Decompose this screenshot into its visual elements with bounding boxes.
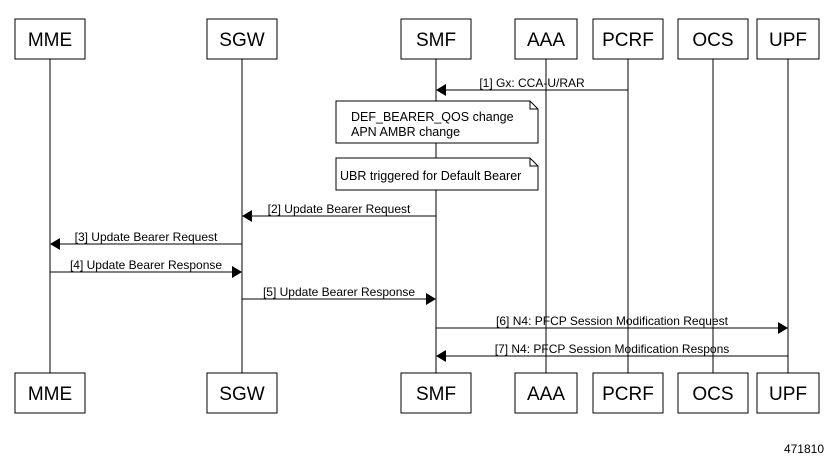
- message-label: [2] Update Bearer Request: [268, 202, 411, 216]
- message-label: [6] N4: PFCP Session Modification Reques…: [496, 314, 729, 328]
- participant-sgw-bottom: SGW: [206, 372, 278, 414]
- participant-box: [677, 18, 749, 60]
- participant-upf-bottom: UPF: [756, 372, 820, 414]
- message-label: [1] Gx: CCA-U/RAR: [479, 76, 585, 90]
- participant-box: [14, 18, 86, 60]
- participant-box: [514, 18, 578, 60]
- participant-box: [400, 372, 472, 414]
- message-7: [7] N4: PFCP Session Modification Respon…: [436, 342, 788, 362]
- participant-label: PCRF: [602, 30, 654, 51]
- participant-mme-top: MME: [14, 18, 86, 60]
- figure-id: 471810: [784, 442, 824, 456]
- participant-box: [514, 372, 578, 414]
- participant-label: AAA: [527, 30, 565, 51]
- participant-box: [756, 18, 820, 60]
- participant-label: PCRF: [602, 384, 654, 405]
- participant-label: MME: [28, 384, 72, 405]
- participant-box: [592, 18, 664, 60]
- participant-label: SGW: [219, 384, 264, 405]
- participant-box: [400, 18, 472, 60]
- message-4: [4] Update Bearer Response: [50, 258, 242, 278]
- participant-aaa-bottom: AAA: [514, 372, 578, 414]
- participant-box: [206, 372, 278, 414]
- message-5: [5] Update Bearer Response: [242, 285, 436, 305]
- participants-top: MME SGW SMF AAA PCRF OCS UPF: [14, 18, 820, 60]
- message-2: [2] Update Bearer Request: [242, 202, 436, 222]
- participant-pcrf-bottom: PCRF: [592, 372, 664, 414]
- arrowhead-icon: [778, 322, 788, 334]
- participant-label: UPF: [769, 384, 807, 405]
- note-text: UBR triggered for Default Bearer: [340, 169, 521, 183]
- note-fold: [529, 158, 538, 167]
- participant-box: [206, 18, 278, 60]
- participant-box: [677, 372, 749, 414]
- arrowhead-icon: [242, 210, 252, 222]
- arrowhead-icon: [426, 293, 436, 305]
- participant-upf-top: UPF: [756, 18, 820, 60]
- participant-box: [14, 372, 86, 414]
- note-2: UBR triggered for Default Bearer: [335, 157, 539, 191]
- message-1: [1] Gx: CCA-U/RAR: [436, 76, 628, 96]
- message-3: [3] Update Bearer Request: [50, 230, 242, 250]
- message-6: [6] N4: PFCP Session Modification Reques…: [436, 314, 788, 334]
- participants-bottom: MME SGW SMF AAA PCRF OCS UPF: [14, 372, 820, 414]
- message-label: [3] Update Bearer Request: [75, 230, 218, 244]
- note-box: [335, 100, 539, 144]
- message-label: [5] Update Bearer Response: [263, 285, 415, 299]
- participant-label: OCS: [692, 384, 733, 405]
- participant-label: SMF: [416, 30, 456, 51]
- participant-label: SMF: [416, 384, 456, 405]
- arrowhead-icon: [232, 266, 242, 278]
- participant-sgw-top: SGW: [206, 18, 278, 60]
- arrowhead-icon: [436, 84, 446, 96]
- participant-label: SGW: [219, 30, 264, 51]
- participant-box: [592, 372, 664, 414]
- participant-label: AAA: [527, 384, 565, 405]
- note-box: [335, 157, 539, 191]
- participant-aaa-top: AAA: [514, 18, 578, 60]
- note-text: APN AMBR change: [351, 125, 460, 139]
- participant-label: MME: [28, 30, 72, 51]
- messages: [1] Gx: CCA-U/RAR [2] Update Bearer Reque…: [50, 76, 788, 362]
- message-label: [4] Update Bearer Response: [70, 258, 222, 272]
- participant-smf-top: SMF: [400, 18, 472, 60]
- message-label: [7] N4: PFCP Session Modification Respon…: [495, 342, 730, 356]
- participant-box: [756, 372, 820, 414]
- participant-pcrf-top: PCRF: [592, 18, 664, 60]
- arrowhead-icon: [50, 238, 60, 250]
- arrowhead-icon: [436, 350, 446, 362]
- participant-label: OCS: [692, 30, 733, 51]
- note-fold: [529, 101, 538, 110]
- participant-mme-bottom: MME: [14, 372, 86, 414]
- note-text: DEF_BEARER_QOS change: [351, 110, 514, 124]
- participant-label: UPF: [769, 30, 807, 51]
- participant-smf-bottom: SMF: [400, 372, 472, 414]
- participant-ocs-bottom: OCS: [677, 372, 749, 414]
- participant-ocs-top: OCS: [677, 18, 749, 60]
